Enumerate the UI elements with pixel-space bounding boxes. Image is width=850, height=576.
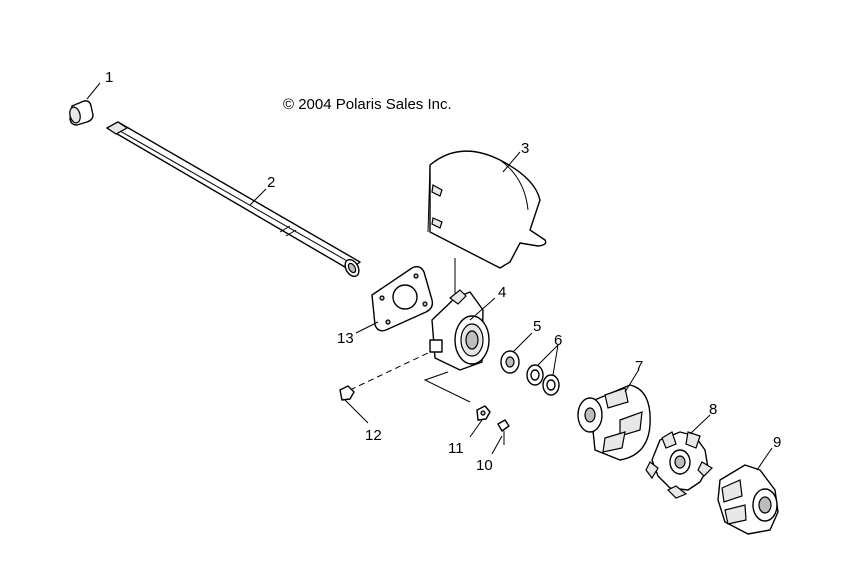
callout-5: 5 xyxy=(533,318,541,335)
callout-9: 9 xyxy=(773,434,781,451)
callout-7: 7 xyxy=(635,358,643,375)
callout-6: 6 xyxy=(554,332,562,349)
copyright-text: © 2004 Polaris Sales Inc. xyxy=(283,96,452,113)
callout-4: 4 xyxy=(498,284,506,301)
part-1-cap xyxy=(69,82,101,126)
part-9-driven-hub xyxy=(717,447,779,535)
part-13-gasket xyxy=(355,265,434,334)
callout-12: 12 xyxy=(365,427,382,444)
part-5-washer xyxy=(500,332,533,374)
callout-3: 3 xyxy=(521,140,529,157)
callout-10: 10 xyxy=(476,457,493,474)
part-11-nut xyxy=(469,405,491,438)
part-10-screw xyxy=(491,419,510,455)
callout-13: 13 xyxy=(337,330,354,347)
part-7-drive-hub xyxy=(577,370,651,461)
callout-11: 11 xyxy=(448,440,464,457)
part-12-bolt xyxy=(339,385,369,424)
part-6-shims xyxy=(526,344,560,396)
part-2-shaft xyxy=(105,121,361,278)
callout-8: 8 xyxy=(709,401,717,418)
part-4-bearing-housing xyxy=(423,289,496,403)
callout-2: 2 xyxy=(267,174,275,191)
callout-1: 1 xyxy=(105,69,113,86)
part-3-shield xyxy=(427,150,547,269)
part-8-spider xyxy=(645,414,713,499)
